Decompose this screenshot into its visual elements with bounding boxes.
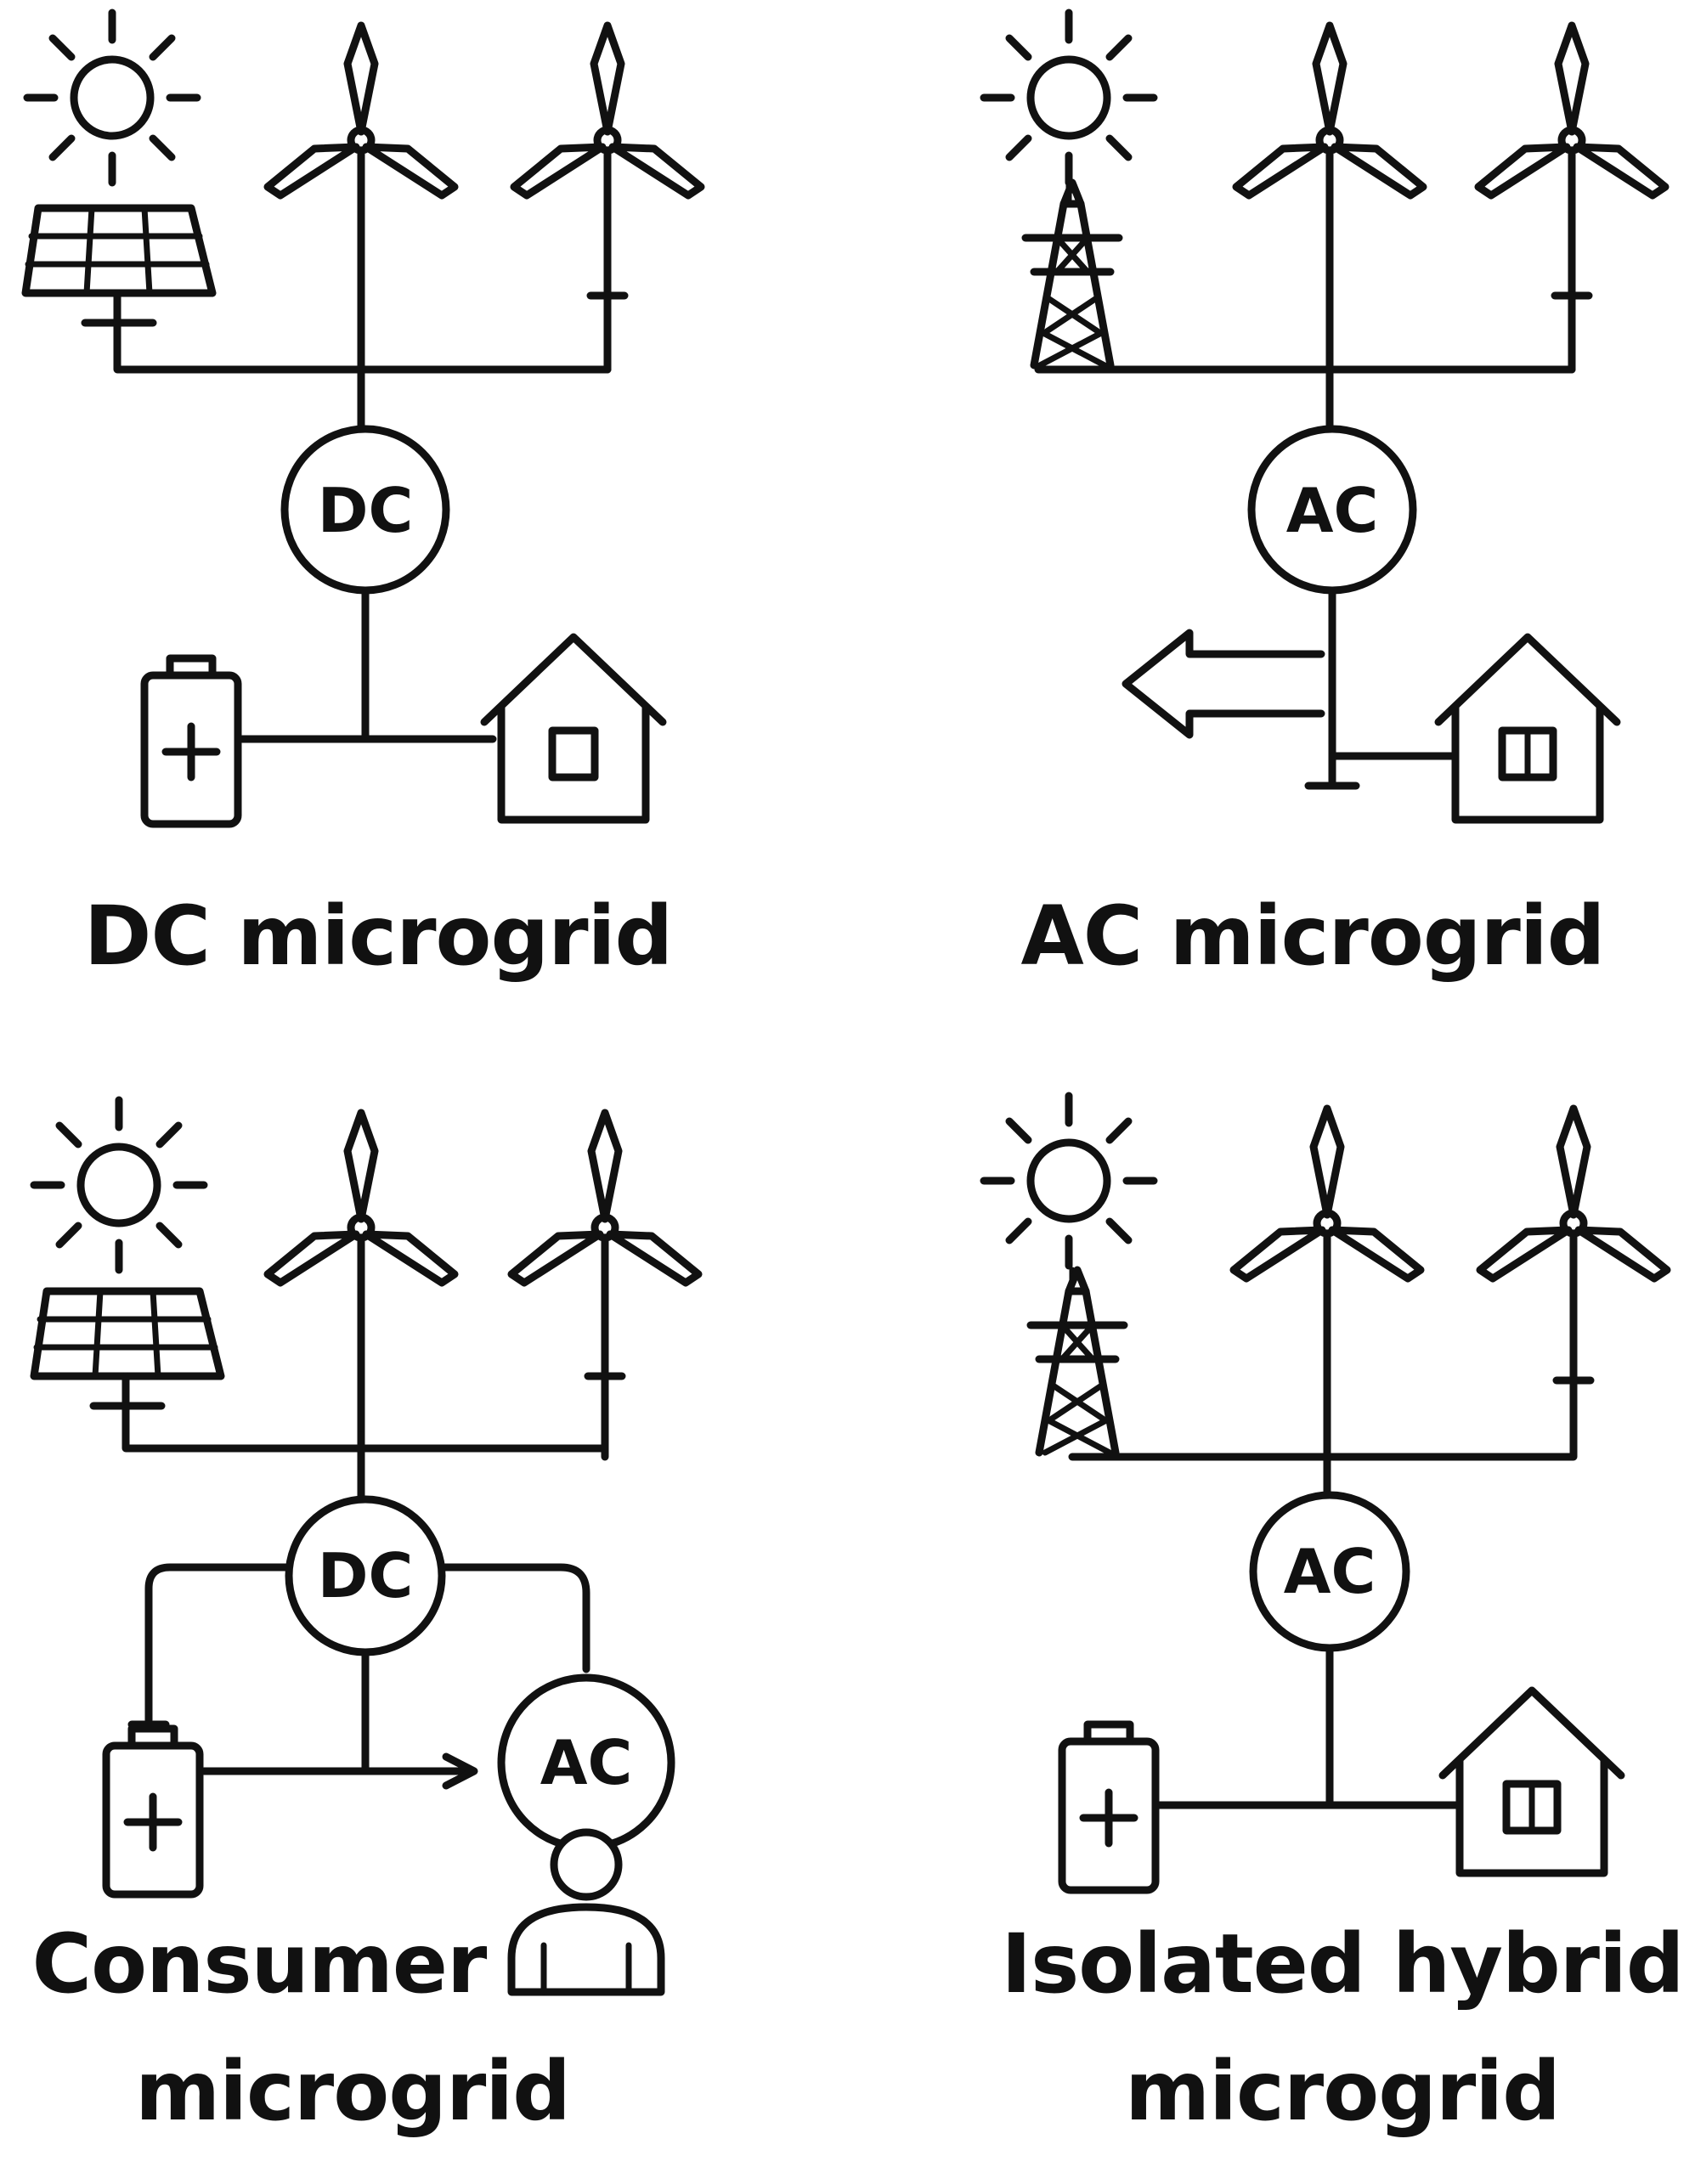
panel-caption-line2: microgrid <box>1125 2044 1560 2139</box>
sun-icon <box>34 1100 204 1270</box>
ac-hub-label: AC <box>540 1727 633 1798</box>
bus-line <box>1034 291 1576 374</box>
bus-line <box>1068 1376 1578 1461</box>
panel-caption: DC microgrid <box>84 889 672 984</box>
panel-caption-line1: Isolated hybrid <box>1001 1916 1683 2012</box>
house-icon <box>1443 1690 1621 1873</box>
wind-turbine-icon <box>1236 25 1423 370</box>
arrow-icon <box>1122 629 1325 739</box>
battery-icon <box>106 1729 200 1894</box>
ac-hub-label: AC <box>1284 1536 1376 1607</box>
bus-line <box>121 1372 609 1453</box>
transmission-tower-icon <box>1025 183 1119 365</box>
battery-icon <box>1062 1724 1155 1890</box>
panel-caption-line1: Consumer <box>32 1916 488 2012</box>
house-icon <box>484 637 663 820</box>
arrow-icon <box>442 1752 478 1790</box>
bus-line <box>438 1563 590 1673</box>
battery-icon <box>144 658 238 824</box>
panel-caption: AC microgrid <box>1021 889 1605 984</box>
wind-turbine-icon <box>1234 1109 1421 1453</box>
transmission-tower-icon <box>1031 1270 1124 1453</box>
panel-ac-microgrid: AC AC microgrid <box>984 13 1665 984</box>
wind-turbine-icon <box>268 1113 455 1457</box>
dc-hub-label: DC <box>318 475 414 546</box>
dc-hub-label: DC <box>318 1540 414 1611</box>
sun-icon <box>27 13 197 183</box>
person-icon <box>507 1828 665 1996</box>
panel-isolated-hybrid-microgrid: AC Isolated hybrid microgrid <box>984 1096 1685 2139</box>
bus-line <box>144 1563 293 1724</box>
sun-icon <box>984 13 1154 183</box>
panel-consumer-microgrid: DC AC Consumer microgrid <box>32 1100 698 2139</box>
house-icon <box>1438 637 1617 820</box>
sun-icon <box>984 1096 1154 1266</box>
panel-caption-line2: microgrid <box>135 2044 570 2139</box>
panel-dc-microgrid: DC DC microgrid <box>25 13 701 984</box>
ac-hub-label: AC <box>1286 475 1379 546</box>
solar-panel-icon <box>25 208 212 323</box>
solar-panel-icon <box>34 1291 221 1406</box>
wind-turbine-icon <box>268 25 455 370</box>
